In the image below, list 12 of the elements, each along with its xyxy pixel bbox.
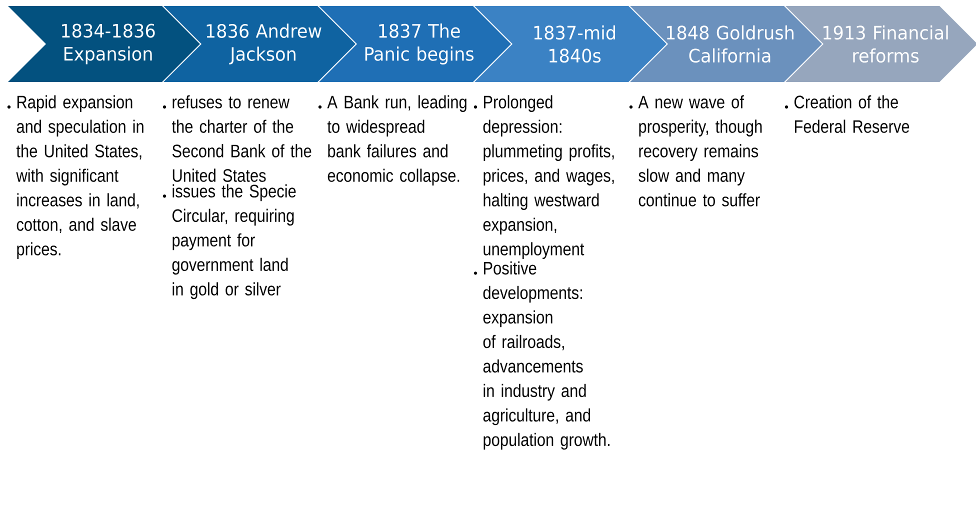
bullet-text: issues the Specie Circular, requiring payment for government land in gold or silver bbox=[172, 184, 296, 300]
chevron-box: 1837-mid 1840s bbox=[474, 6, 666, 82]
bullet-text: Prolonged depression: plummeting profits, prices, and wages, halting westward expansion, unemployment bbox=[483, 95, 614, 259]
bullet-text: Rapid expansion and speculation in the United States, with significant increases in land, cotton, and slave prices. bbox=[16, 95, 144, 259]
chevron-box: 1834-1836 Expansion bbox=[8, 6, 200, 82]
bullet-text: Creation of the Federal Reserve bbox=[794, 95, 910, 133]
bullet-text: A new wave of prosperity, though recovery remains slow and many continue to suffer bbox=[638, 95, 762, 206]
bullet-text: A Bank run, leading to widespread bank failures and economic collapse. bbox=[327, 95, 466, 186]
bullet-text: Positive developments: expansion of railroads, advancements in industry and agriculture, and population growth. bbox=[483, 261, 610, 450]
bullet-text: refuses to renew the charter of the Second Bank of the United States bbox=[172, 95, 312, 182]
chevron-box: 1848 Goldrush California bbox=[630, 6, 822, 82]
chevron-box: 1836 Andrew Jackson bbox=[164, 6, 356, 82]
